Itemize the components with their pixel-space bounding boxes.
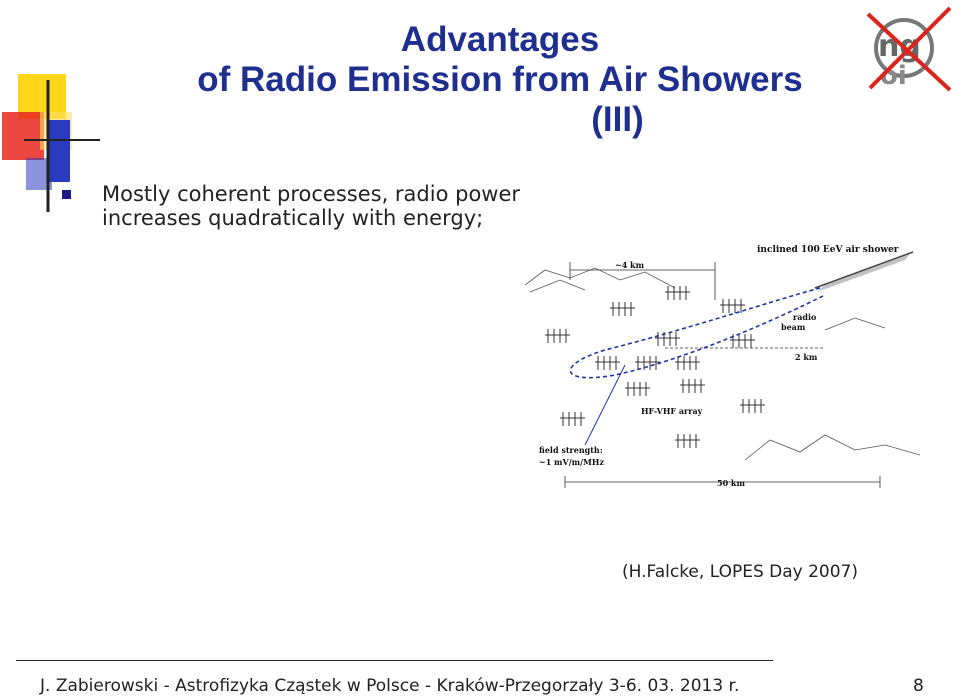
radio-label: radio <box>793 312 817 322</box>
footer-divider <box>16 660 773 661</box>
footer-text: J. Zabierowski - Astrofizyka Cząstek w P… <box>40 676 740 696</box>
bullet-text: Mostly coherent processes, radio power i… <box>102 182 521 230</box>
distance-markers <box>564 262 881 488</box>
title-line-2: of Radio Emission from Air Showers <box>197 60 803 99</box>
figure-credit: (H.Falcke, LOPES Day 2007) <box>621 562 859 582</box>
distance-2km-label: 2 km <box>795 352 818 362</box>
title-line-3: (III) <box>591 100 644 139</box>
slide-title: Advantages of Radio Emission from Air Sh… <box>130 20 870 140</box>
radio-detection-diagram: inclined 100 EeV air shower ~4 km radio … <box>525 245 920 488</box>
shower-cone <box>817 254 910 292</box>
mountain-outlines <box>525 267 920 461</box>
field-strength-label: field strength: <box>539 445 603 455</box>
beam-label: beam <box>781 322 806 332</box>
shower-label: inclined 100 EeV air shower <box>757 245 899 255</box>
decorative-corner-squares <box>2 74 100 212</box>
field-value-label: ~1 mV/m/MHz <box>539 457 604 467</box>
bullet-square-icon <box>62 190 71 199</box>
distance-50km-label: 50 km <box>717 478 745 488</box>
array-label: HF-VHF array <box>641 406 703 416</box>
title-line-1: Advantages <box>400 20 600 59</box>
radio-beam <box>569 287 826 379</box>
institute-logo: ng oi <box>866 6 952 92</box>
distance-4km-label: ~4 km <box>615 260 645 270</box>
antenna-arrays <box>545 286 765 448</box>
page-number: 8 <box>913 676 924 696</box>
field-pointer <box>584 364 626 446</box>
shower-axis <box>814 251 914 289</box>
